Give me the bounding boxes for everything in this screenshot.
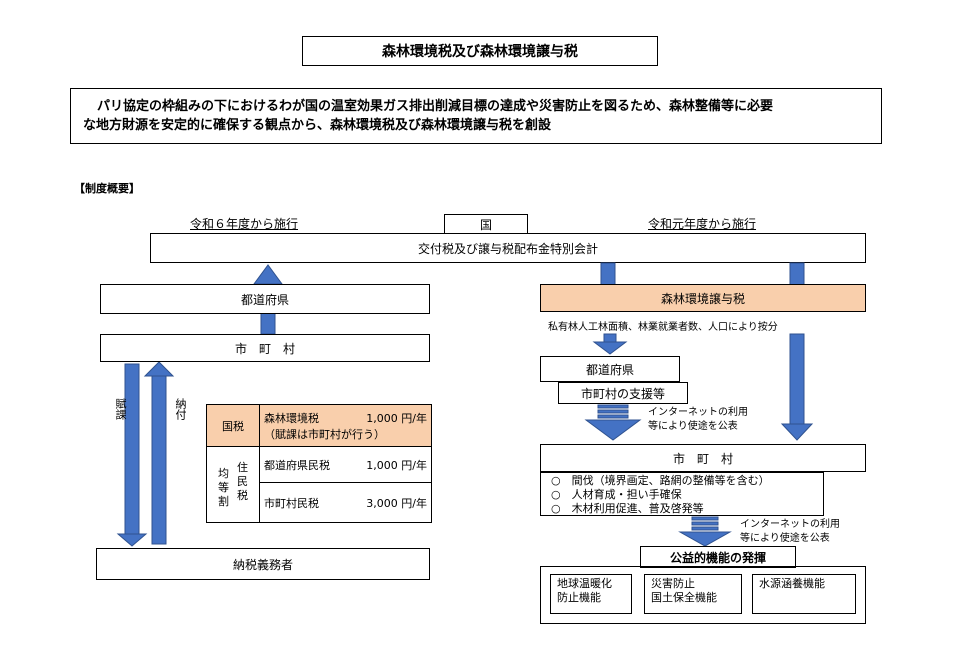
equal-label-2: 等 xyxy=(218,480,229,494)
function-2-l1: 災害防止 xyxy=(651,577,695,590)
function-global-warming: 地球温暖化 防止機能 xyxy=(550,574,632,614)
forest-tax-note: （賦課は市町村が行う） xyxy=(264,427,385,441)
left-municipality-box: 市 町 村 xyxy=(100,334,430,362)
forest-tax-cell: 森林環境税 1,000 円/年 （賦課は市町村が行う） xyxy=(259,404,432,447)
muni-tax-cell: 市町村民税 3,000 円/年 xyxy=(259,482,432,523)
function-1-l1: 地球温暖化 xyxy=(557,577,612,590)
pref-tax-amount: 1,000 円/年 xyxy=(366,458,427,472)
levy-label: 賦課 xyxy=(114,398,127,420)
levy-down-arrow xyxy=(116,363,148,547)
support-box: 市町村の支援等 xyxy=(558,382,688,404)
taxpayer-box: 納税義務者 xyxy=(96,548,430,580)
page-title: 森林環境税及び森林環境譲与税 xyxy=(302,36,658,66)
distribution-note: 私有林人工林面積、林業就業者数、人口により按分 xyxy=(548,322,778,333)
resident-label-3: 税 xyxy=(237,488,248,502)
intro-line-2: な地方財源を安定的に確保する観点から、森林環境税及び森林環境譲与税を創設 xyxy=(83,118,552,133)
national-tax-label: 国税 xyxy=(206,404,260,447)
use-item-3: ○ 木材利用促進、普及啓発等 xyxy=(551,502,704,515)
internet-note-2: インターネットの利用 等により使途を公表 xyxy=(740,518,840,546)
tax-table: 国税 森林環境税 1,000 円/年 （賦課は市町村が行う） 均 等 割 住 民… xyxy=(206,404,432,523)
function-2-l2: 国土保全機能 xyxy=(651,591,717,604)
function-1-l2: 防止機能 xyxy=(557,591,601,604)
resident-label-1: 住 xyxy=(237,460,248,474)
internet-note-2-l2: 等により使途を公表 xyxy=(740,533,830,544)
internet-note-1-l2: 等により使途を公表 xyxy=(648,421,738,432)
use-item-1: ○ 間伐（境界画定、路網の整備等を含む） xyxy=(551,474,770,487)
internet-note-1-l1: インターネットの利用 xyxy=(648,407,748,418)
equal-label-3: 割 xyxy=(218,494,229,508)
resident-tax-label: 均 等 割 住 民 税 xyxy=(206,446,260,523)
muni-tax-name: 市町村民税 xyxy=(264,496,319,510)
right-municipality-box: 市 町 村 xyxy=(540,444,866,472)
uses-box: ○ 間伐（境界画定、路網の整備等を含む） ○ 人材育成・担い手確保 ○ 木材利用… xyxy=(540,472,824,516)
equal-label-1: 均 xyxy=(218,466,229,480)
striped-arrow-2 xyxy=(678,516,732,547)
function-3-l1: 水源涵養機能 xyxy=(759,577,825,590)
forest-tax-name: 森林環境税 xyxy=(264,411,319,425)
section-label: 【制度概要】 xyxy=(74,182,140,195)
public-function-box: 公益的機能の発揮 xyxy=(640,546,796,568)
function-water-source: 水源涵養機能 xyxy=(752,574,856,614)
left-start-label: 令和６年度から施行 xyxy=(190,217,299,231)
intro-line-1: パリ協定の枠組みの下におけるわが国の温室効果ガス排出削減目標の達成や災害防止を図… xyxy=(97,99,774,114)
right-prefecture-box: 都道府県 xyxy=(540,356,680,382)
muni-tax-amount: 3,000 円/年 xyxy=(366,496,427,510)
striped-arrow-1 xyxy=(584,404,642,441)
transfer-tax-box: 森林環境譲与税 xyxy=(540,284,866,312)
use-item-2: ○ 人材育成・担い手確保 xyxy=(551,488,682,501)
right-start-label: 令和元年度から施行 xyxy=(648,217,757,231)
pay-up-arrow xyxy=(143,361,175,545)
functions-container xyxy=(540,566,866,624)
resident-label-2: 民 xyxy=(237,474,248,488)
pref-tax-name: 都道府県民税 xyxy=(264,458,330,472)
internet-note-2-l1: インターネットの利用 xyxy=(740,519,840,530)
internet-note-1: インターネットの利用 等により使途を公表 xyxy=(648,406,748,434)
intro-text: パリ協定の枠組みの下におけるわが国の温室効果ガス排出削減目標の達成や災害防止を図… xyxy=(70,88,882,144)
left-prefecture-box: 都道府県 xyxy=(100,284,430,314)
pay-label: 納付 xyxy=(174,398,187,420)
down-arrow-to-municipality xyxy=(780,333,814,441)
function-disaster-prevention: 災害防止 国土保全機能 xyxy=(644,574,742,614)
down-arrow-to-transfer xyxy=(600,262,805,286)
special-account-box: 交付税及び譲与税配布金特別会計 xyxy=(150,233,866,263)
forest-tax-amount: 1,000 円/年 xyxy=(366,411,427,425)
down-arrow-to-prefecture xyxy=(592,333,628,355)
pref-tax-cell: 都道府県民税 1,000 円/年 xyxy=(259,446,432,483)
